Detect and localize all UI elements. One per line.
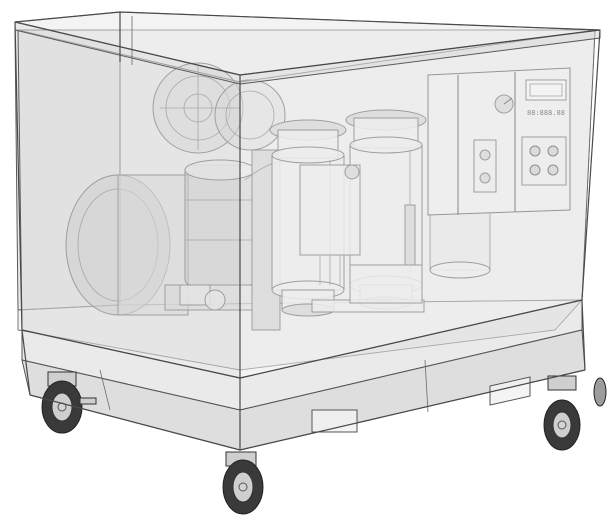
enclosure-front [14,11,601,379]
caster-wheel-front-left [41,371,97,434]
caster-wheel-front-right [543,375,581,451]
caster-wheel-front-center [222,451,264,515]
frame-edges [14,11,601,451]
caster-wheel-rear [593,377,607,407]
